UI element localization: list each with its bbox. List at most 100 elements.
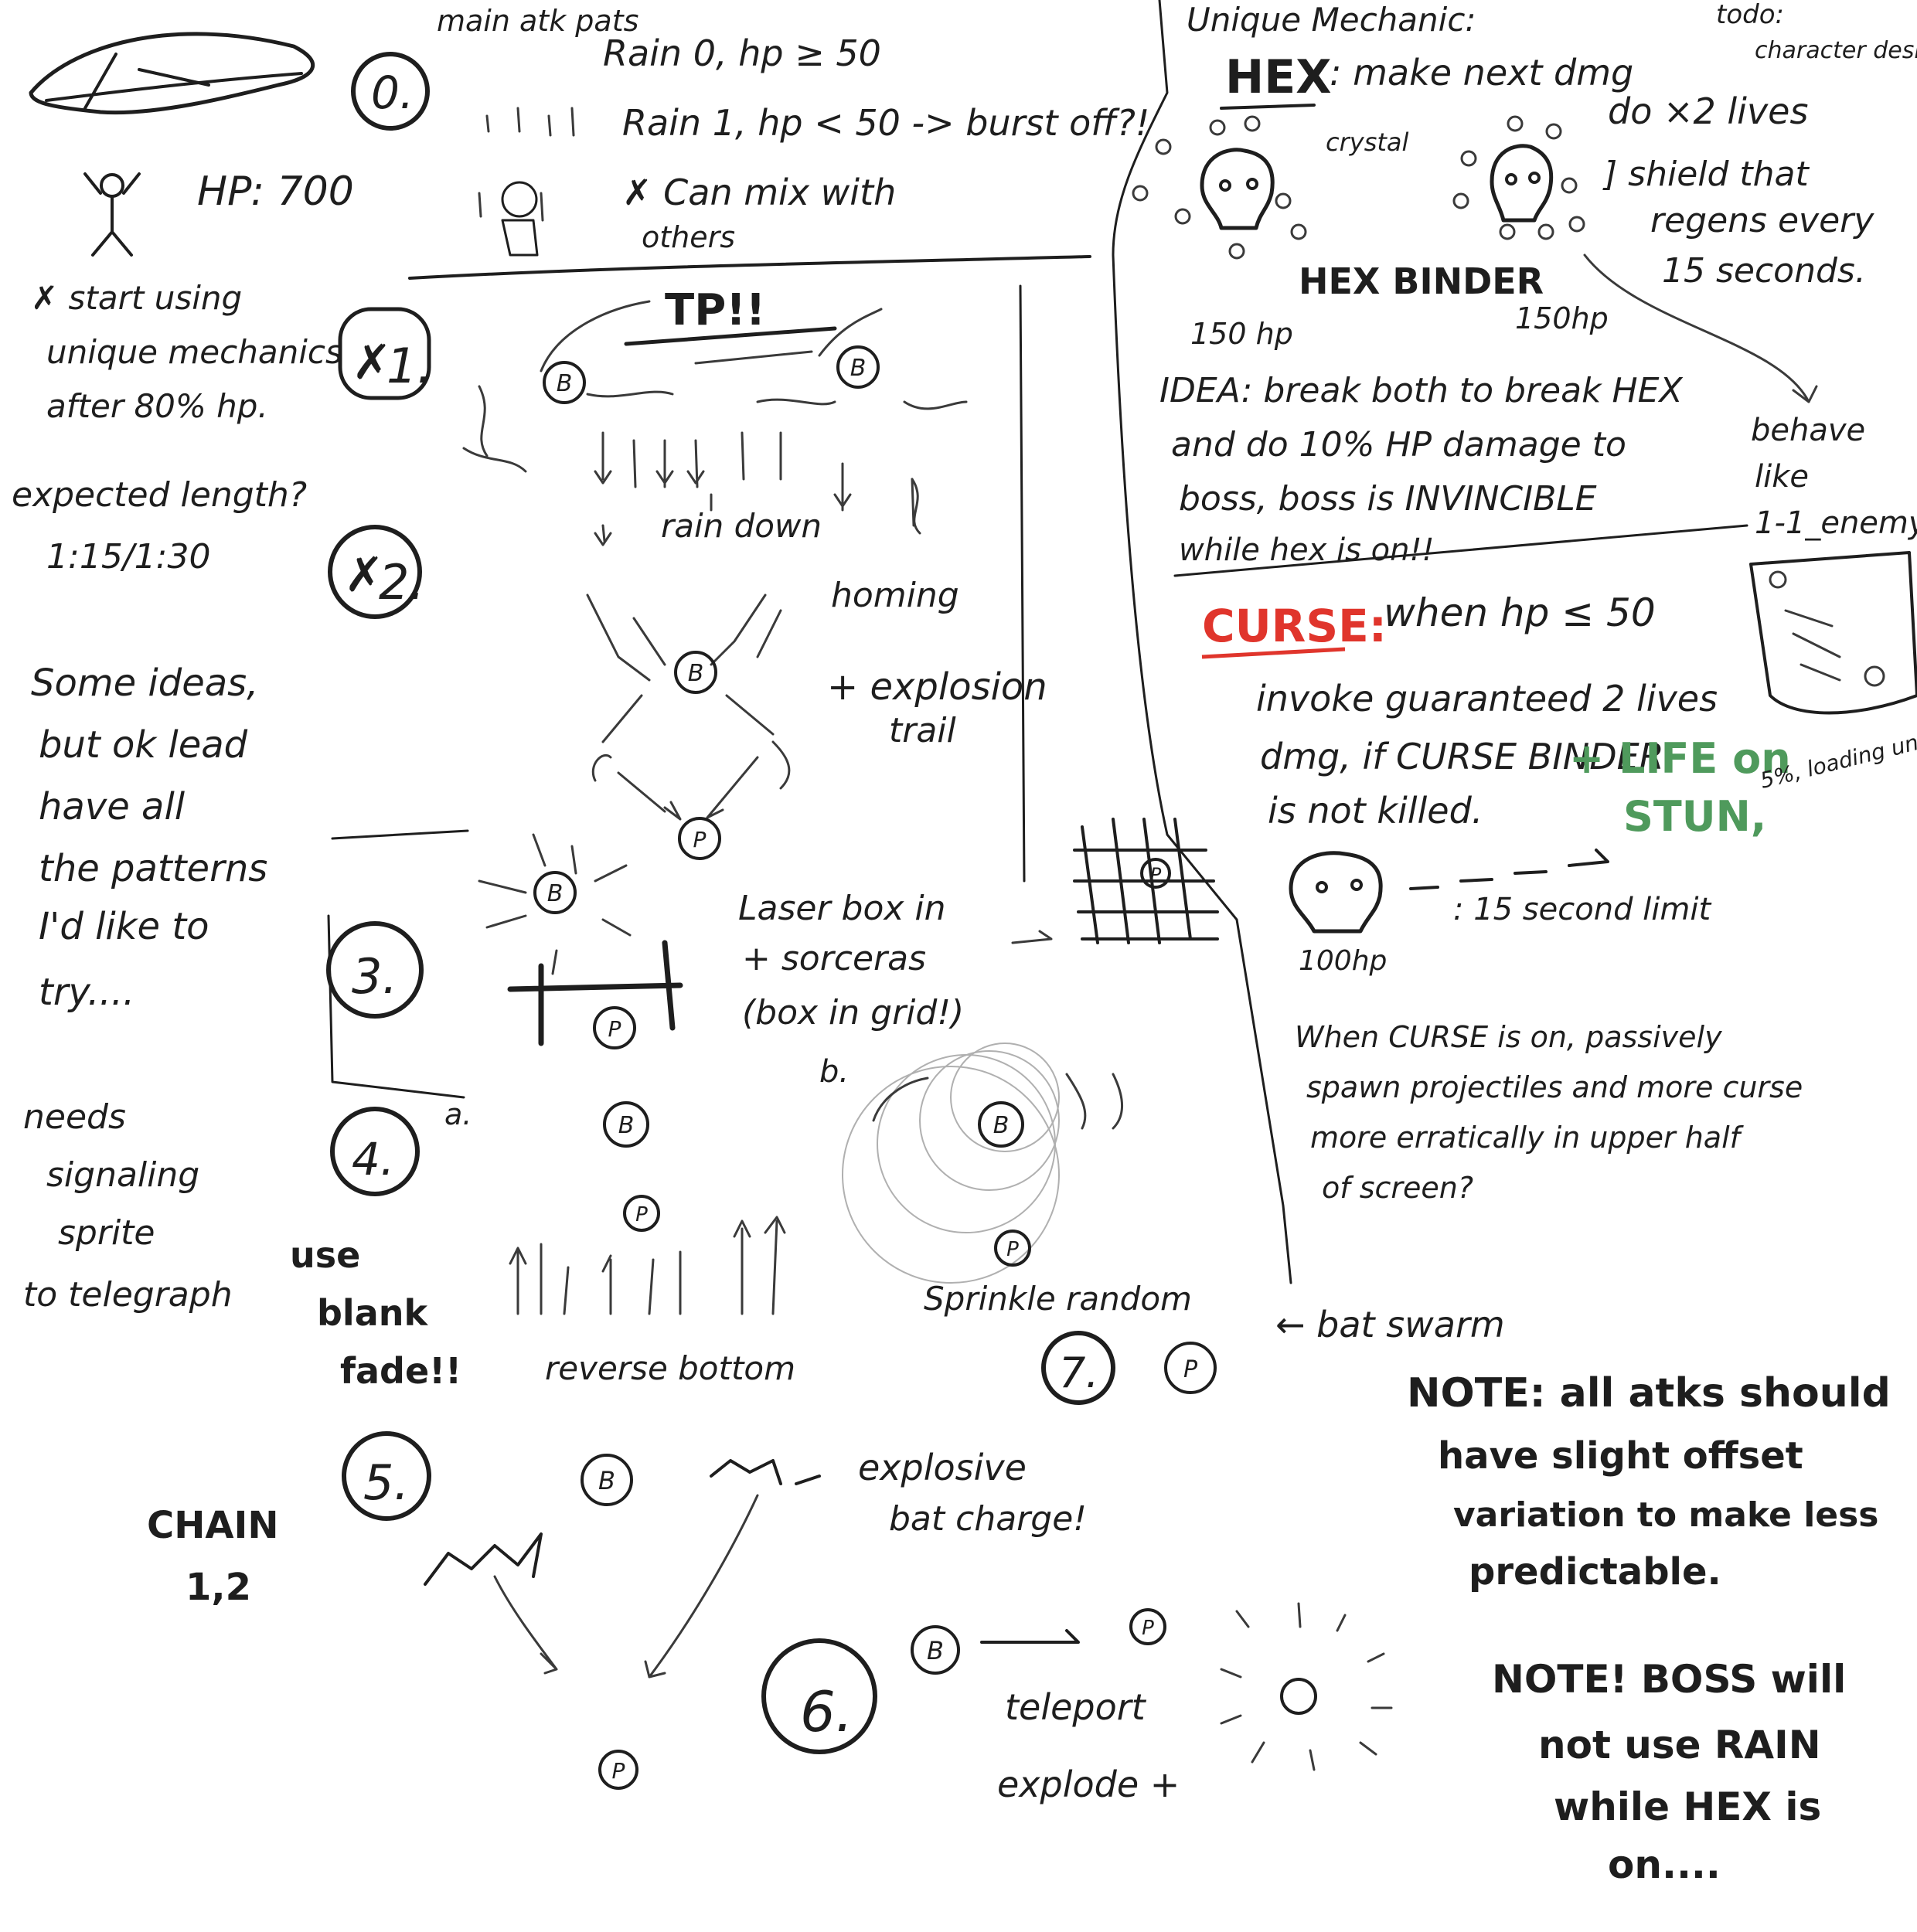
note-line: CHAIN	[147, 1504, 279, 1547]
note-line: needs	[23, 1097, 126, 1137]
phase-0-circle	[351, 52, 430, 131]
hex-binder-left-skull	[1200, 148, 1275, 230]
note-line: 15 seconds.	[1662, 251, 1866, 291]
needs-signaling-note: needs signaling sprite to telegraph	[23, 1097, 233, 1315]
curse-underline	[1201, 647, 1346, 659]
note-line: unique mechanics	[46, 333, 342, 371]
todo-detail: character design	[1755, 37, 1917, 64]
rain-down-label: rain down	[661, 507, 822, 545]
note-line: but ok lead	[39, 723, 248, 767]
note-line: 1,2	[186, 1566, 251, 1609]
divider	[1019, 284, 1026, 883]
note-line: more erratically in upper half	[1310, 1121, 1745, 1155]
curse-condition: when hp ≤ 50	[1384, 590, 1656, 635]
note-line: dmg, if CURSE BINDER	[1260, 736, 1664, 777]
crystal-label: crystal	[1326, 128, 1409, 157]
phase-5-circle	[342, 1431, 431, 1521]
note-line: invoke guaranteed 2 lives	[1256, 678, 1718, 719]
note-line: while HEX is	[1554, 1784, 1821, 1829]
note-line: have slight offset	[1438, 1434, 1803, 1478]
hex-binder-right-skull	[1490, 144, 1554, 223]
note-line: NOTE! BOSS will	[1492, 1657, 1846, 1702]
divider	[1112, 0, 1292, 1284]
phase-0-line: ✗ Can mix with	[622, 172, 896, 213]
sprinkle-random-label: Sprinkle random	[924, 1280, 1192, 1318]
player-token-label: P	[612, 1758, 625, 1784]
phase-2-circle	[328, 525, 422, 619]
tp-label: TP!!	[665, 285, 765, 335]
phase-0-line: Rain 0, hp ≥ 50	[603, 32, 881, 74]
phase-4b-label: b.	[819, 1054, 849, 1090]
player-tokens: P P P P P P P P	[593, 817, 1217, 1790]
phase-4a-label: a.	[444, 1097, 472, 1131]
explosion-trail-label: trail	[889, 711, 957, 750]
phase-5-number: 5.	[363, 1454, 409, 1511]
boss-token-label: B	[927, 1636, 944, 1665]
note-line: 1:15/1:30	[46, 537, 210, 577]
note-line: 1-1_enemy	[1755, 505, 1917, 541]
tp-underline	[624, 326, 837, 346]
player-token-label: P	[1006, 1238, 1019, 1261]
arrow	[1583, 253, 1818, 403]
homing-label: homing	[831, 576, 959, 615]
note-line: (box in grid!)	[742, 993, 964, 1032]
reverse-bottom-sketch	[509, 1216, 786, 1315]
explode-label: explode +	[997, 1764, 1180, 1805]
note-line: + sorceras	[742, 939, 926, 978]
player-token: P	[1164, 1342, 1217, 1394]
note-line: signaling	[46, 1155, 199, 1195]
note-line: regens every	[1650, 201, 1874, 240]
note-line: boss, boss is INVINCIBLE	[1179, 479, 1597, 519]
laser-note: Laser box in + sorceras (box in grid!)	[738, 889, 964, 1032]
arrow	[1011, 930, 1053, 944]
rain-drops-sketch	[478, 107, 575, 257]
player-token: P	[994, 1230, 1031, 1267]
player-token: P	[623, 1195, 660, 1232]
boss-token-label: B	[557, 370, 573, 397]
boss-token-label: B	[598, 1466, 615, 1495]
stick-figure	[83, 172, 141, 257]
boss-tokens: B B B B B B B B	[533, 345, 1024, 1675]
divider	[408, 255, 1091, 280]
player-token: P	[598, 1750, 638, 1790]
todo-label: todo:	[1716, 0, 1784, 30]
explosion-label: + explosion	[827, 665, 1047, 709]
note-line: the patterns	[39, 847, 267, 890]
note-line: predictable.	[1469, 1550, 1721, 1594]
curse-time-limit: : 15 second limit	[1453, 892, 1711, 927]
player-token-label: P	[1142, 1617, 1154, 1640]
explosion-burst-sketch	[1220, 1602, 1393, 1771]
hex-underline	[1220, 104, 1316, 110]
curse-note: invoke guaranteed 2 lives dmg, if CURSE …	[1256, 678, 1718, 832]
boss-token: B	[911, 1625, 960, 1675]
bat-charge-sketch	[424, 1459, 821, 1679]
life-bonus-label: + LIFE on	[1569, 734, 1791, 783]
note-line: blank	[317, 1292, 428, 1334]
note-line: is not killed.	[1268, 790, 1483, 832]
boss-token: B	[543, 361, 586, 404]
player-token: P	[678, 817, 721, 860]
teleport-arrow	[980, 1629, 1080, 1644]
hex-description: : make next dmg	[1330, 52, 1633, 94]
boss-token: B	[836, 345, 880, 389]
phase-2-mark: ✗	[344, 546, 384, 603]
phase-2-number: 2.	[379, 554, 424, 611]
phase-6-number: 6.	[800, 1679, 853, 1744]
explosive-label: explosive	[858, 1447, 1027, 1488]
boss-token: B	[978, 1101, 1024, 1148]
hex-description-2: do ×2 lives	[1608, 90, 1808, 132]
player-token: P	[593, 1006, 636, 1049]
phase-3-circle	[326, 921, 424, 1019]
hex-title: HEX	[1225, 50, 1331, 104]
note-line: fade!!	[340, 1350, 461, 1392]
offset-variation-note: NOTE: all atks should have slight offset…	[1407, 1370, 1891, 1594]
behave-note: behave like 1-1_enemy	[1751, 413, 1917, 541]
boss-token-label: B	[547, 880, 564, 907]
note-line: spawn projectiles and more curse	[1306, 1070, 1803, 1104]
bat-swarm-label: ← bat swarm	[1275, 1304, 1505, 1345]
note-line: variation to make less	[1453, 1495, 1879, 1535]
note-line: and do 10% HP damage to	[1171, 425, 1626, 464]
curse-title: CURSE:	[1202, 600, 1387, 652]
hex-binder-title: HEX BINDER	[1299, 260, 1544, 302]
boss-token: B	[533, 871, 577, 914]
